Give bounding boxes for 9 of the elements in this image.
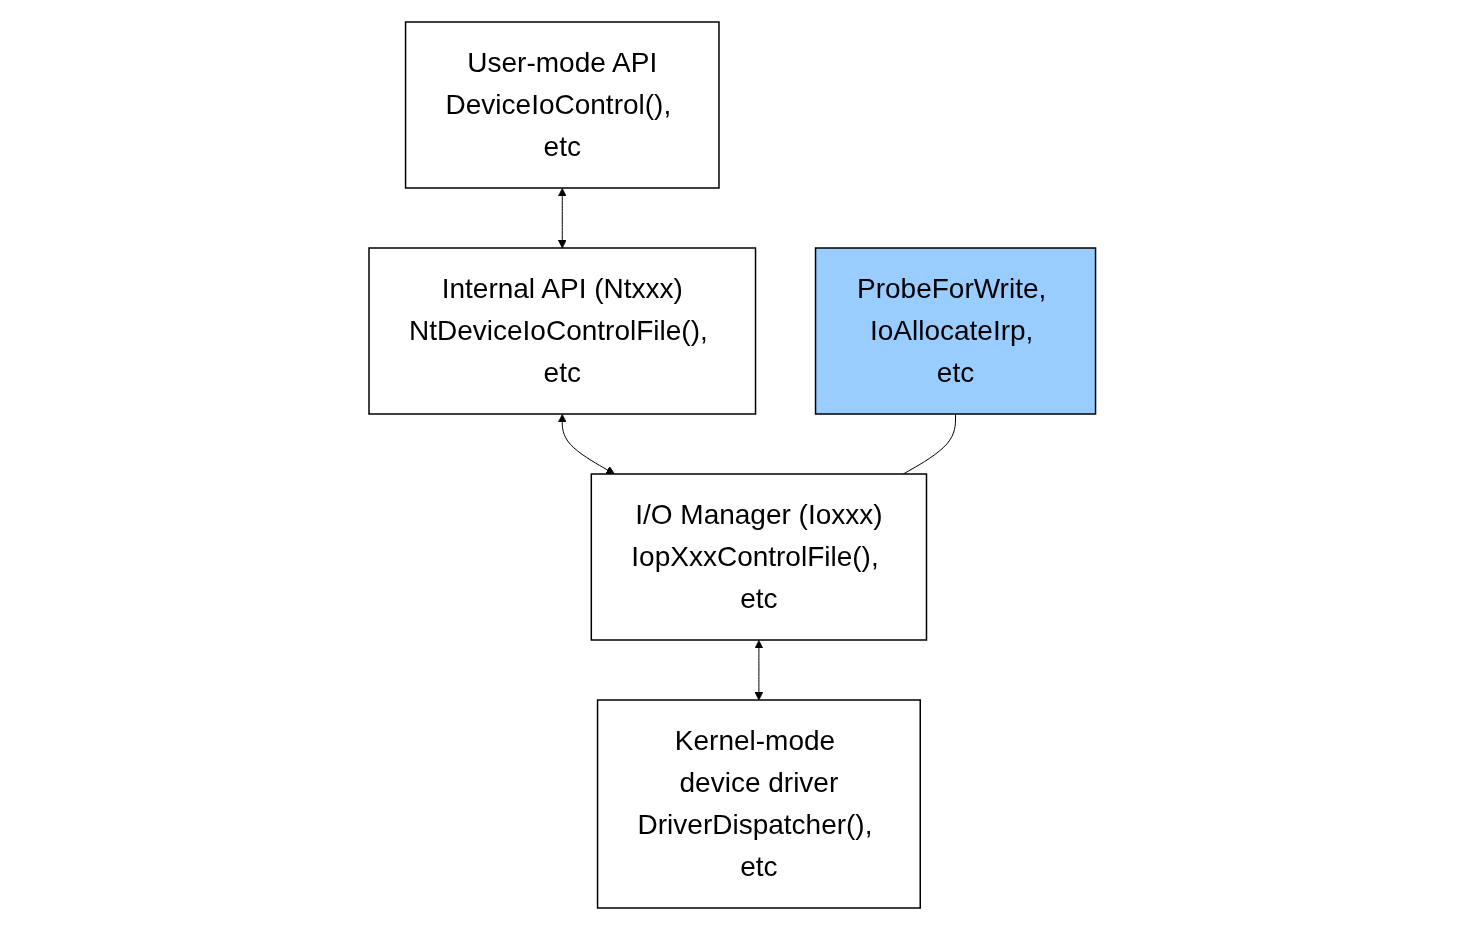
node-box: I/O Manager (Ioxxx) IopXxxControlFile(), etc — [590, 473, 927, 641]
node-box: ProbeForWrite, IoAllocateIrp, etc — [814, 247, 1096, 415]
node-box: User-mode API DeviceIoControl(), etc — [404, 21, 720, 189]
connector — [902, 413, 956, 475]
arrow — [557, 188, 567, 249]
node-box: Kernel-mode device driver DriverDispatcher(), etc — [596, 699, 921, 909]
arrow — [557, 414, 615, 475]
arrow — [754, 640, 764, 701]
node-box: Internal API (Ntxxx) NtDeviceIoControlFile(), etc — [368, 247, 756, 415]
